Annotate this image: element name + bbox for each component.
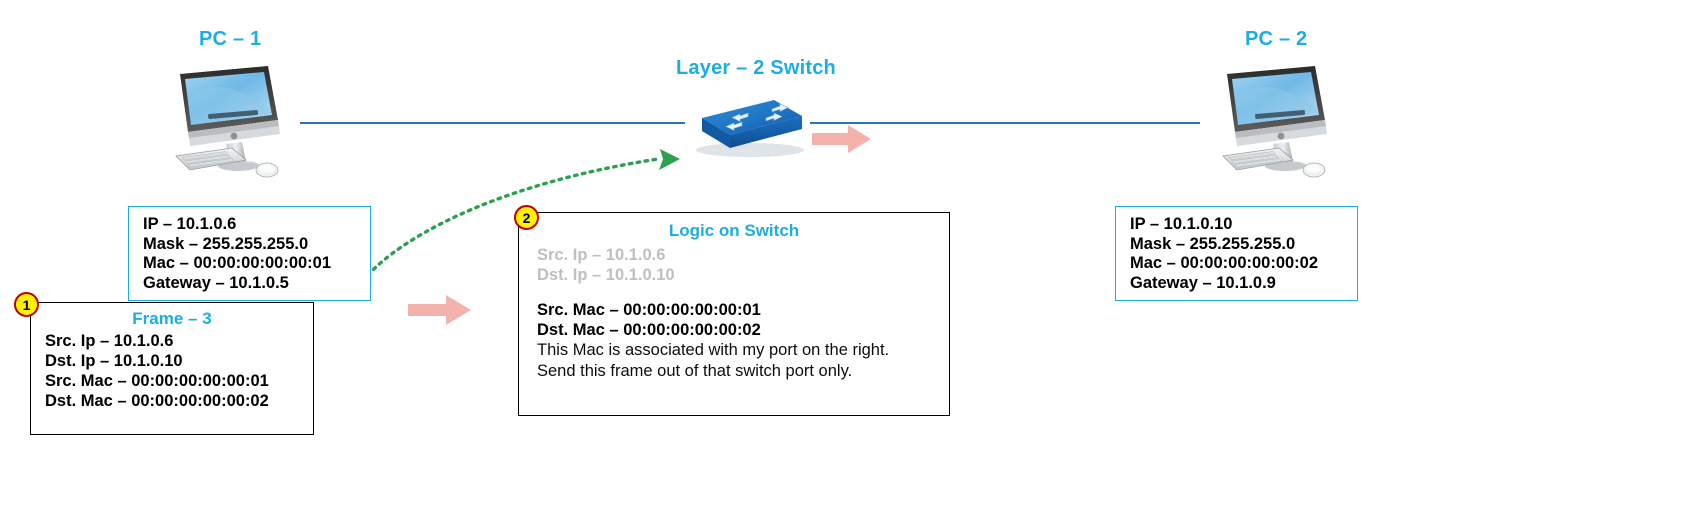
pc2-info-box: IP – 10.1.0.10 Mask – 255.255.255.0 Mac … [1115,206,1358,301]
pc2-title: PC – 2 [1245,28,1308,50]
frame-box-heading: Frame – 3 [132,309,212,328]
logic-on-switch-box: Logic on Switch Src. Ip – 10.1.0.6 Dst. … [518,212,950,416]
logic-box-heading: Logic on Switch [668,221,800,240]
logic-src-ip-line: Src. Ip – 10.1.0.6 [537,246,666,264]
pc1-title: PC – 1 [199,28,262,50]
green-dotted-arrow-icon [366,149,680,277]
pc2-mac-line: Mac – 00:00:00:00:00:02 [1130,254,1319,272]
pc2-ip-line: IP – 10.1.0.10 [1130,215,1233,233]
logic-note-line-2: Send this frame out of that switch port … [537,362,853,380]
frame-detail-box: Frame – 3 Src. Ip – 10.1.0.6 Dst. Ip – 1… [30,302,314,435]
pc1-ip-line: IP – 10.1.0.6 [143,215,237,233]
pc1-info-box: IP – 10.1.0.6 Mask – 255.255.255.0 Mac –… [128,206,371,301]
frame-dst-mac-line: Dst. Mac – 00:00:00:00:00:02 [45,392,269,410]
logic-note-line-1: This Mac is associated with my port on t… [537,341,890,359]
pc2-gateway-line: Gateway – 10.1.0.9 [1130,273,1276,292]
logic-src-mac-line: Src. Mac – 00:00:00:00:00:01 [537,301,761,319]
link-switch-to-pc2 [810,122,1200,124]
frame-src-ip-line: Src. Ip – 10.1.0.6 [45,332,174,350]
logic-dst-ip-line: Dst. Ip – 10.1.0.10 [537,266,675,284]
pink-block-arrow-right-icon [812,125,871,153]
pc1-gateway-line: Gateway – 10.1.0.5 [143,273,289,292]
pc1-mac-line: Mac – 00:00:00:00:00:01 [143,254,332,272]
link-pc1-to-switch [300,122,685,124]
frame-src-mac-line: Src. Mac – 00:00:00:00:00:01 [45,372,269,390]
pc2-mask-line: Mask – 255.255.255.0 [1130,234,1296,253]
switch-title: Layer – 2 Switch [676,57,836,79]
pc1-computer-icon [175,66,280,178]
pc1-mask-line: Mask – 255.255.255.0 [143,234,309,253]
pink-block-arrow-right-icon-2 [408,295,471,325]
step-badge-1: 1 [14,292,39,317]
network-switch-icon [696,100,804,157]
logic-box-spacer [537,285,949,300]
pc2-computer-icon [1222,66,1327,178]
logic-dst-mac-line: Dst. Mac – 00:00:00:00:00:02 [537,321,761,339]
frame-dst-ip-line: Dst. Ip – 10.1.0.10 [45,352,183,370]
step-badge-2: 2 [514,205,539,230]
